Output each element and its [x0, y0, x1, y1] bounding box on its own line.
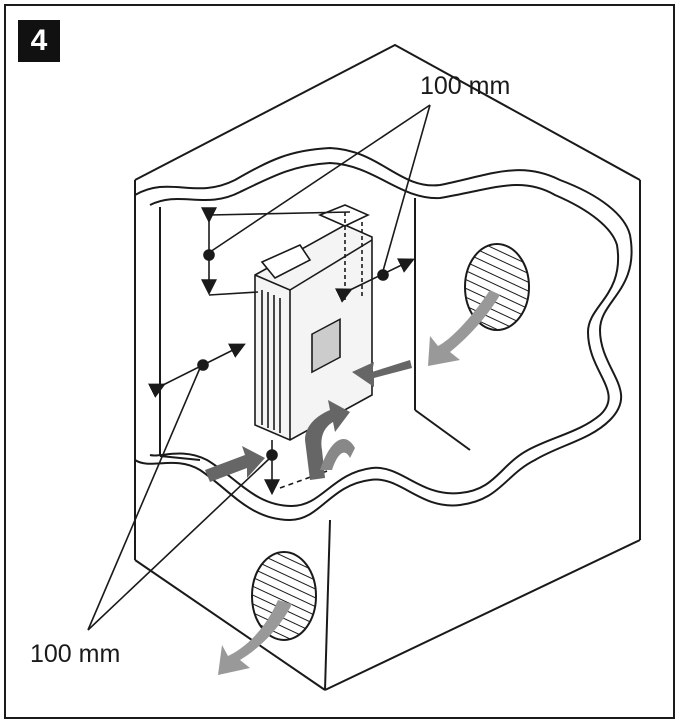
- clearance-right-dot: [377, 269, 389, 281]
- clearance-label-bottom: 100 mm: [30, 640, 121, 668]
- clearance-markers: [87, 104, 431, 631]
- airflow-in-right-arrow: [352, 360, 412, 387]
- enclosure-top-edge: [134, 43, 641, 181]
- airflow-curve-arrow: [320, 439, 355, 470]
- interior-corner-lines: [159, 198, 471, 461]
- enclosure-bottom-right: [324, 539, 641, 691]
- vent-opening-bottom: [251, 551, 317, 641]
- device-unit: [254, 204, 373, 441]
- airflow-out-right-arrow: [428, 290, 500, 366]
- airflow-in-bottom-left-arrow: [205, 446, 265, 482]
- airflow-arrows: [205, 290, 500, 675]
- cutaway-edge: [134, 146, 633, 522]
- clearance-label-top: 100 mm: [420, 72, 511, 100]
- clearance-top-dot: [203, 249, 215, 261]
- enclosure-outline: [134, 43, 641, 691]
- enclosure-bottom-left: [134, 559, 326, 691]
- airflow-up-arrow: [305, 400, 350, 480]
- enclosure-front-corner: [324, 519, 331, 691]
- airflow-out-bottom-arrow: [218, 600, 292, 675]
- clearance-left-dot: [197, 359, 209, 371]
- step-number-badge: 4: [18, 20, 60, 62]
